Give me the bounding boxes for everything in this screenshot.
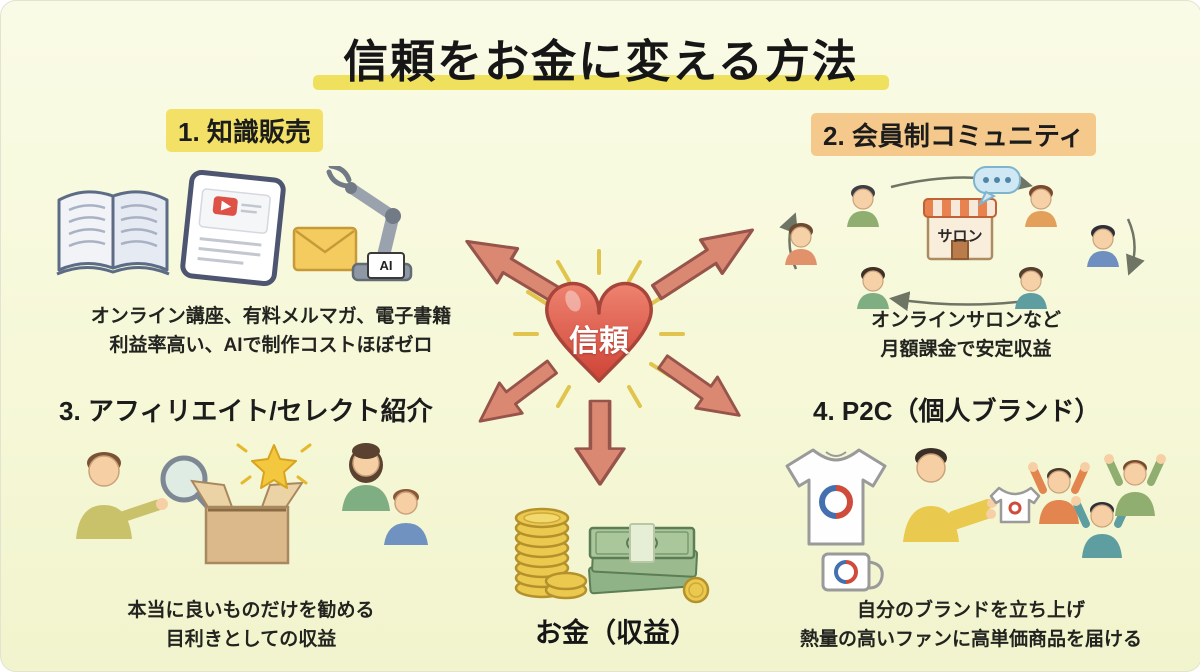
fan-person xyxy=(1104,454,1166,516)
chat-bubble-icon xyxy=(973,166,1021,207)
observer-person xyxy=(342,443,390,511)
knowledge-caption-line1: オンライン講座、有料メルマガ、電子書籍 xyxy=(90,306,452,327)
envelope-icon xyxy=(292,226,358,272)
play-button-icon xyxy=(212,196,238,216)
arrow-to-affiliate xyxy=(478,359,558,423)
arrow-to-community xyxy=(650,228,755,301)
affiliate-caption: 本当に良いものだけを勧める 目利きとしての収益 xyxy=(41,597,461,654)
gift-box-icon xyxy=(190,479,304,565)
trust-heart-label: 信頼 xyxy=(569,325,629,358)
community-caption-line2: 月額課金で安定収益 xyxy=(880,338,1052,360)
member-avatar xyxy=(847,185,879,227)
tablet-video-icon xyxy=(180,169,286,287)
section-header-p2c: 4. P2C（個人ブランド） xyxy=(813,396,1101,426)
tshirt-icon xyxy=(785,448,887,546)
bill-stack-icon xyxy=(588,523,699,595)
p2c-caption-line1: 自分のブランドを立ち上げ xyxy=(856,600,1085,621)
arrow-to-money xyxy=(574,399,626,486)
affiliate-caption-line2: 目利きとしての収益 xyxy=(165,628,337,650)
p2c-caption-line2: 熱量の高いファンに高単価商品を届ける xyxy=(799,628,1142,650)
coin-stack-icon xyxy=(514,507,588,600)
small-tshirt-icon xyxy=(989,486,1041,524)
knowledge-caption-line2: 利益率高い、AIで制作コストほぼゼロ xyxy=(109,334,433,356)
member-avatar xyxy=(857,267,889,309)
brand-logo-icon xyxy=(819,485,853,519)
mug-icon xyxy=(821,552,884,592)
money-label: お金（収益） xyxy=(535,618,697,648)
member-avatar xyxy=(785,223,817,265)
section-header-affiliate: 3. アフィリエイト/セレクト紹介 xyxy=(59,396,433,426)
affiliate-caption-line1: 本当に良いものだけを勧める xyxy=(127,600,375,621)
knowledge-caption: オンライン講座、有料メルマガ、電子書籍 利益率高い、AIで制作コストほぼゼロ xyxy=(31,303,511,360)
coin-icon xyxy=(682,576,710,604)
money-illustration xyxy=(514,507,710,604)
p2c-caption: 自分のブランドを立ち上げ 熱量の高いファンに高単価商品を届ける xyxy=(756,597,1186,654)
page-title: 信頼をお金に変える方法 xyxy=(343,36,859,87)
affiliate-illustration xyxy=(76,443,428,565)
fan-person xyxy=(1071,496,1133,558)
member-avatar xyxy=(1087,225,1119,267)
title-marker-underline xyxy=(313,75,889,90)
seller-person xyxy=(903,448,997,542)
ai-badge: AI xyxy=(367,252,405,279)
magnifier-icon xyxy=(160,455,218,517)
knowledge-illustration xyxy=(56,166,413,287)
fan-person xyxy=(1028,462,1090,524)
arrow-to-p2c xyxy=(657,354,741,417)
community-caption: オンラインサロンなど 月額課金で安定収益 xyxy=(771,307,1161,364)
open-book-icon xyxy=(56,190,170,276)
p2c-illustration xyxy=(785,448,1166,592)
reviewer-person xyxy=(76,452,168,539)
observer-person xyxy=(384,489,428,545)
star-icon xyxy=(236,443,312,489)
community-caption-line1: オンラインサロンなど xyxy=(870,310,1061,331)
salon-sign-label: サロン xyxy=(937,228,983,245)
member-avatar xyxy=(1015,267,1047,309)
section-header-community: 2. 会員制コミュニティ xyxy=(811,113,1097,156)
arrow-to-knowledge xyxy=(465,239,567,307)
member-avatar xyxy=(1025,185,1057,227)
section-header-knowledge: 1. 知識販売 xyxy=(166,109,323,152)
